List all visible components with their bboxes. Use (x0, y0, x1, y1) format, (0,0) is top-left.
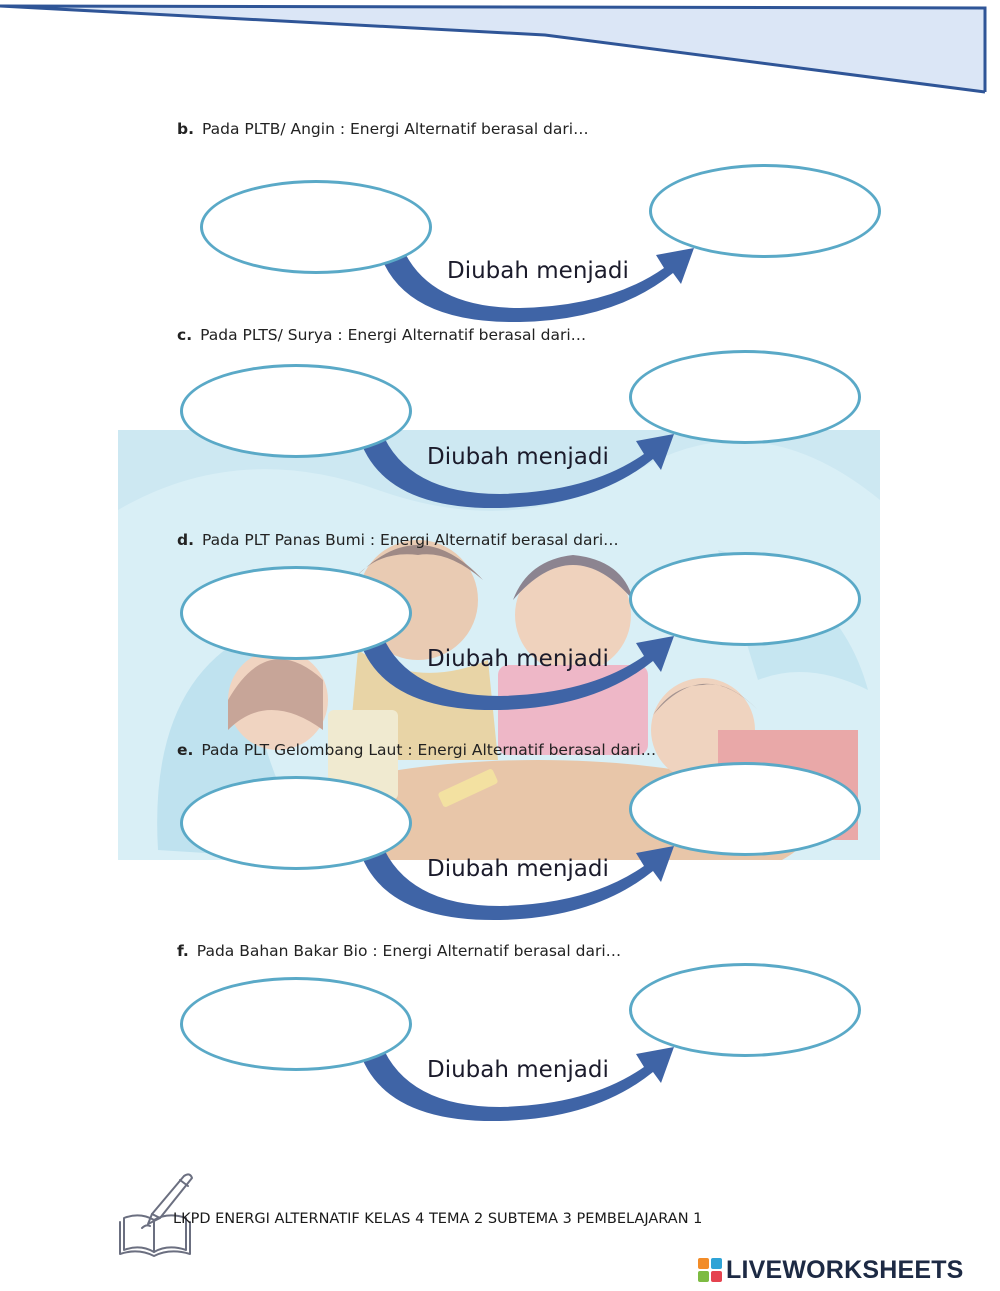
answer-oval-result[interactable] (649, 164, 881, 258)
answer-oval-result[interactable] (629, 350, 861, 444)
liveworksheets-logo-icon (698, 1258, 722, 1282)
arrow-label: Diubah menjadi (427, 856, 609, 882)
question-letter: c. (177, 326, 193, 344)
question-c: c. Pada PLTS/ Surya : Energi Alternatif b… (177, 326, 586, 344)
answer-oval-result[interactable] (629, 963, 861, 1057)
curved-arrow-icon (358, 630, 674, 711)
flow-diagram-b: Diubah menjadi (0, 160, 1000, 340)
question-letter: e. (177, 741, 194, 759)
footer-caption: LKPD ENERGI ALTERNATIF KELAS 4 TEMA 2 SU… (173, 1211, 703, 1227)
question-e: e. Pada PLT Gelombang Laut : Energi Alter… (177, 741, 656, 759)
question-letter: b. (177, 120, 194, 138)
flow-diagram-d: Diubah menjadi (0, 548, 1000, 728)
answer-oval-source[interactable] (180, 566, 412, 660)
flow-diagram-c: Diubah menjadi (0, 346, 1000, 526)
curved-arrow-icon (358, 428, 674, 509)
answer-oval-source[interactable] (200, 180, 432, 274)
question-text: Pada PLTS/ Surya : Energi Alternatif ber… (200, 326, 587, 344)
flow-diagram-e: Diubah menjadi (0, 758, 1000, 938)
header-banner (0, 4, 987, 94)
answer-oval-result[interactable] (629, 552, 861, 646)
arrow-label: Diubah menjadi (447, 258, 629, 284)
answer-oval-source[interactable] (180, 364, 412, 458)
arrow-label: Diubah menjadi (427, 1057, 609, 1083)
liveworksheets-brand[interactable]: LIVEWORKSHEETS (698, 1255, 964, 1285)
arrow-label: Diubah menjadi (427, 444, 609, 470)
question-text: Pada PLT Panas Bumi : Energi Alternatif … (201, 531, 619, 549)
answer-oval-source[interactable] (180, 977, 412, 1071)
brand-name: LIVEWORKSHEETS (726, 1255, 964, 1284)
curved-arrow-icon (378, 242, 694, 323)
book-pen-icon (119, 1173, 193, 1257)
question-d: d. Pada PLT Panas Bumi : Energi Alternati… (177, 531, 619, 549)
question-text: Pada PLTB/ Angin : Energi Alternatif ber… (201, 120, 589, 138)
arrow-label: Diubah menjadi (427, 646, 609, 672)
answer-oval-result[interactable] (629, 762, 861, 856)
question-text: Pada PLT Gelombang Laut : Energi Alterna… (201, 741, 657, 759)
question-b: b. Pada PLTB/ Angin : Energi Alternatif b… (177, 120, 589, 138)
curved-arrow-icon (358, 1041, 674, 1122)
question-text: Pada Bahan Bakar Bio : Energi Alternatif… (196, 942, 622, 960)
answer-oval-source[interactable] (180, 776, 412, 870)
curved-arrow-icon (358, 840, 674, 921)
question-f: f. Pada Bahan Bakar Bio : Energi Alternat… (177, 942, 621, 960)
flow-diagram-f: Diubah menjadi (0, 959, 1000, 1139)
question-letter: f. (177, 942, 189, 960)
question-letter: d. (177, 531, 194, 549)
